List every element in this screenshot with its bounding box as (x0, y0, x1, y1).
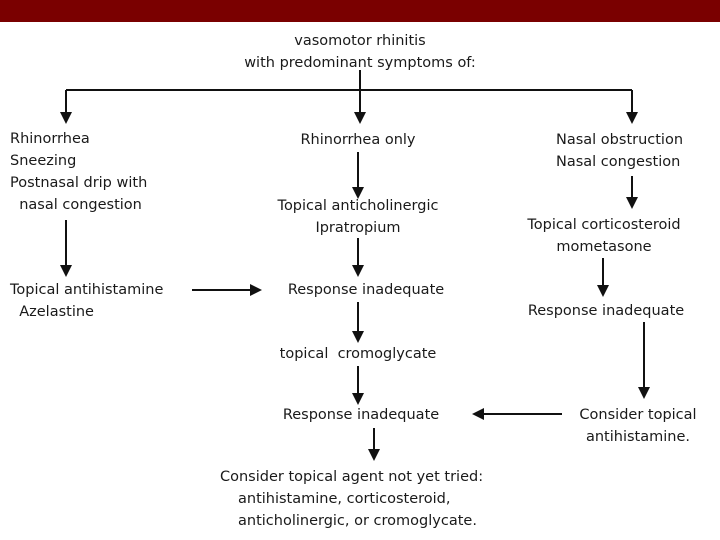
middle-final-node: Consider topical agent not yet tried: an… (220, 466, 483, 532)
arrowhead-middle-5 (368, 449, 380, 461)
middle-response2: Response inadequate (282, 407, 440, 423)
middle-final-line-1: Consider topical agent not yet tried: (220, 469, 484, 485)
arrowhead-middle-3 (352, 331, 364, 343)
right-treatment1-node: Topical corticosteroid mometasone (506, 214, 702, 258)
right-treatment2-line-1: Consider topical (579, 407, 697, 423)
root-line-2: with predominant symptoms of: (244, 55, 476, 71)
left-treatment-node: Topical antihistamine Azelastine (10, 279, 163, 323)
left-treatment-line-2: Azelastine (10, 304, 94, 320)
arrowhead-right-to-middle (472, 408, 484, 420)
right-treatment2-node: Consider topical antihistamine. (560, 404, 716, 448)
arrowhead-right-3 (638, 387, 650, 399)
left-treatment-line-1: Topical antihistamine (10, 282, 164, 298)
middle-treatment2-node: topical cromoglycate (256, 343, 460, 365)
right-symptoms-node: Nasal obstruction Nasal congestion (556, 129, 683, 173)
middle-treatment1-node: Topical anticholinergic Ipratropium (238, 195, 478, 239)
arrowhead-right-1 (626, 197, 638, 209)
arrowhead-middle-4 (352, 393, 364, 405)
right-treatment1-line-2: mometasone (556, 239, 652, 255)
right-treatment2-line-2: antihistamine. (585, 429, 690, 445)
middle-final-line-2: antihistamine, corticosteroid, (238, 491, 451, 507)
middle-treatment1-line-2: Ipratropium (315, 220, 401, 236)
middle-response1: Response inadequate (287, 282, 445, 298)
middle-final-line-3: anticholinergic, or cromoglycate. (238, 513, 477, 529)
middle-response2-node: Response inadequate (256, 404, 466, 426)
left-symptoms-node: Rhinorrhea Sneezing Postnasal drip with … (10, 128, 147, 216)
arrowhead-middle-1 (352, 187, 364, 199)
right-treatment1-line-1: Topical corticosteroid (527, 217, 681, 233)
right-response1-node: Response inadequate (506, 300, 706, 322)
arrowhead-left-to-treatment (60, 265, 72, 277)
middle-response1-node: Response inadequate (256, 279, 476, 301)
arrowhead-left-to-middle (250, 284, 262, 296)
middle-treatment1-line-1: Topical anticholinergic (277, 198, 439, 214)
right-symptom-2: Nasal congestion (556, 154, 681, 170)
right-symptom-1: Nasal obstruction (556, 132, 684, 148)
middle-symptoms-node: Rhinorrhea only (268, 129, 448, 151)
root-line-1: vasomotor rhinitis (294, 33, 426, 49)
left-symptom-1: Rhinorrhea (10, 131, 90, 147)
left-symptom-3: Postnasal drip with (10, 175, 148, 191)
middle-treatment2: topical cromoglycate (279, 346, 437, 362)
arrowhead-branch-middle (354, 112, 366, 124)
arrowhead-middle-2 (352, 265, 364, 277)
arrowhead-right-2 (597, 285, 609, 297)
right-response1: Response inadequate (527, 303, 685, 319)
middle-symptom-1: Rhinorrhea only (300, 132, 416, 148)
arrowhead-branch-left (60, 112, 72, 124)
header-bar (0, 0, 720, 22)
root-node: vasomotor rhinitis with predominant symp… (215, 30, 505, 74)
left-symptom-2: Sneezing (10, 153, 77, 169)
arrowhead-branch-right (626, 112, 638, 124)
left-symptom-4: nasal congestion (10, 197, 142, 213)
